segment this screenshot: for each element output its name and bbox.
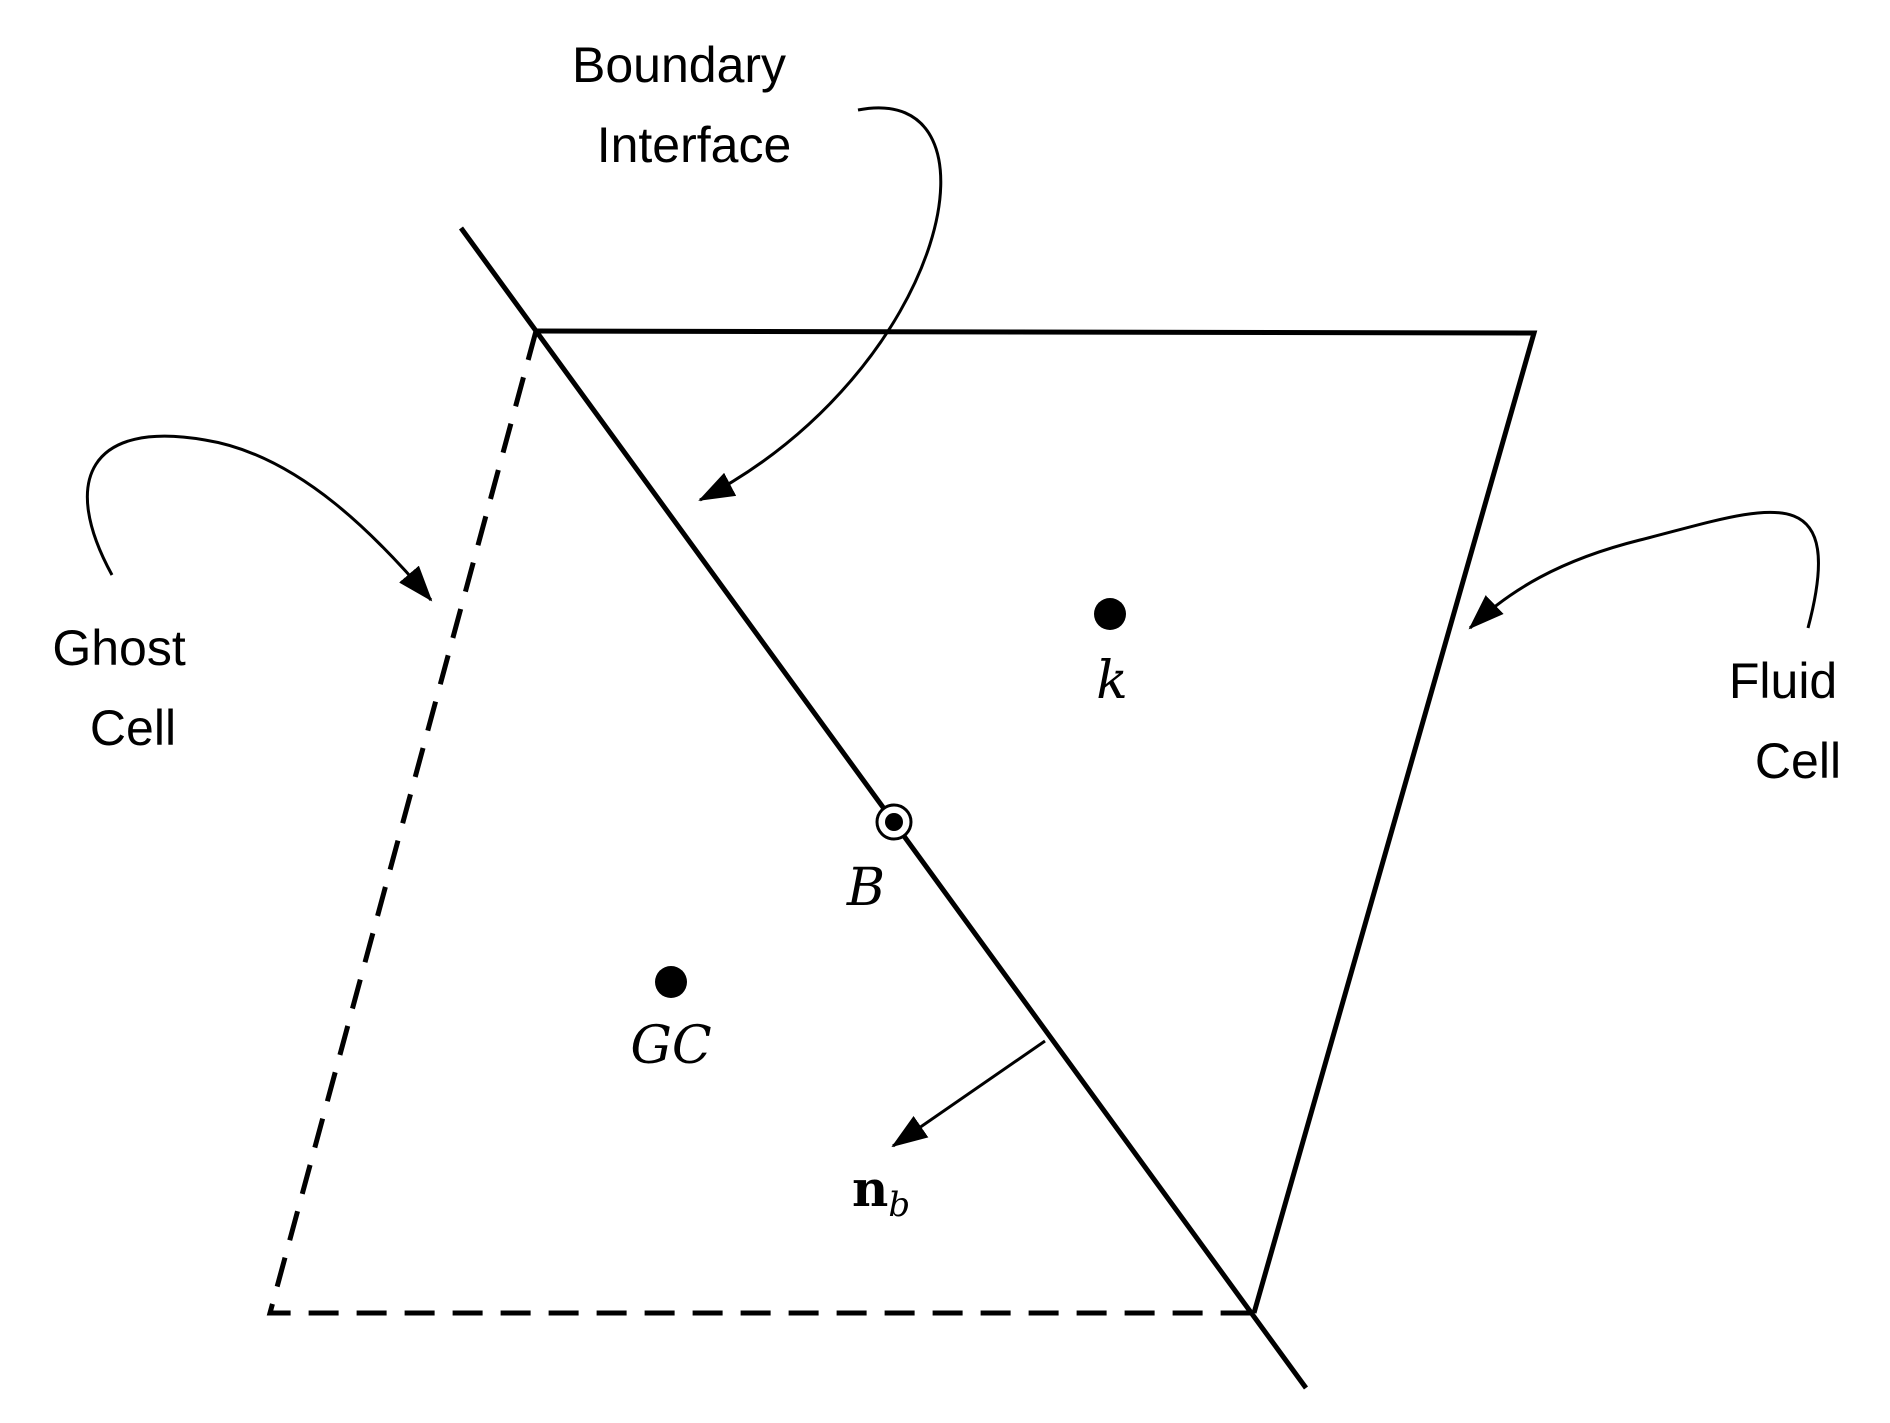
fluid-cell-outline	[535, 328, 1538, 1314]
fluid-cell-callout-arrow	[1456, 513, 1819, 627]
boundary-interface-label: Boundary Interface	[572, 37, 800, 173]
point-gc-dot	[655, 966, 687, 998]
fluid-cell-label: Fluid Cell	[1729, 653, 1851, 789]
point-gc-label: GC	[630, 1016, 711, 1076]
ghost-cell-label: Ghost Cell	[52, 620, 199, 756]
fluid-cell-label-line2: Cell	[1755, 733, 1841, 789]
boundary-interface-label-line2: Interface	[597, 117, 792, 173]
ghost-cell-dashed-outline	[266, 330, 1254, 1316]
fluid-cell-callout-curve	[1468, 510, 1820, 630]
normal-vector-subscript: b	[888, 1185, 910, 1225]
ghost-cell-callout-arrow	[85, 434, 433, 602]
ghost-cell-label-line2: Cell	[90, 700, 176, 756]
ghost-cell-label-line1: Ghost	[52, 620, 186, 676]
fluid-cell-label-line1: Fluid	[1729, 653, 1837, 709]
boundary-interface-label-line1: Boundary	[572, 37, 786, 93]
boundary-interface-callout-arrow	[698, 106, 943, 502]
point-k-label: k	[1096, 651, 1128, 711]
normal-vector-symbol: n	[852, 1159, 888, 1218]
normal-vector-label: nb	[852, 1159, 910, 1225]
point-b-label: B	[846, 858, 885, 918]
point-b-dot	[885, 813, 903, 831]
point-k-dot	[1094, 598, 1126, 630]
normal-vector-arrow	[891, 1039, 1046, 1148]
